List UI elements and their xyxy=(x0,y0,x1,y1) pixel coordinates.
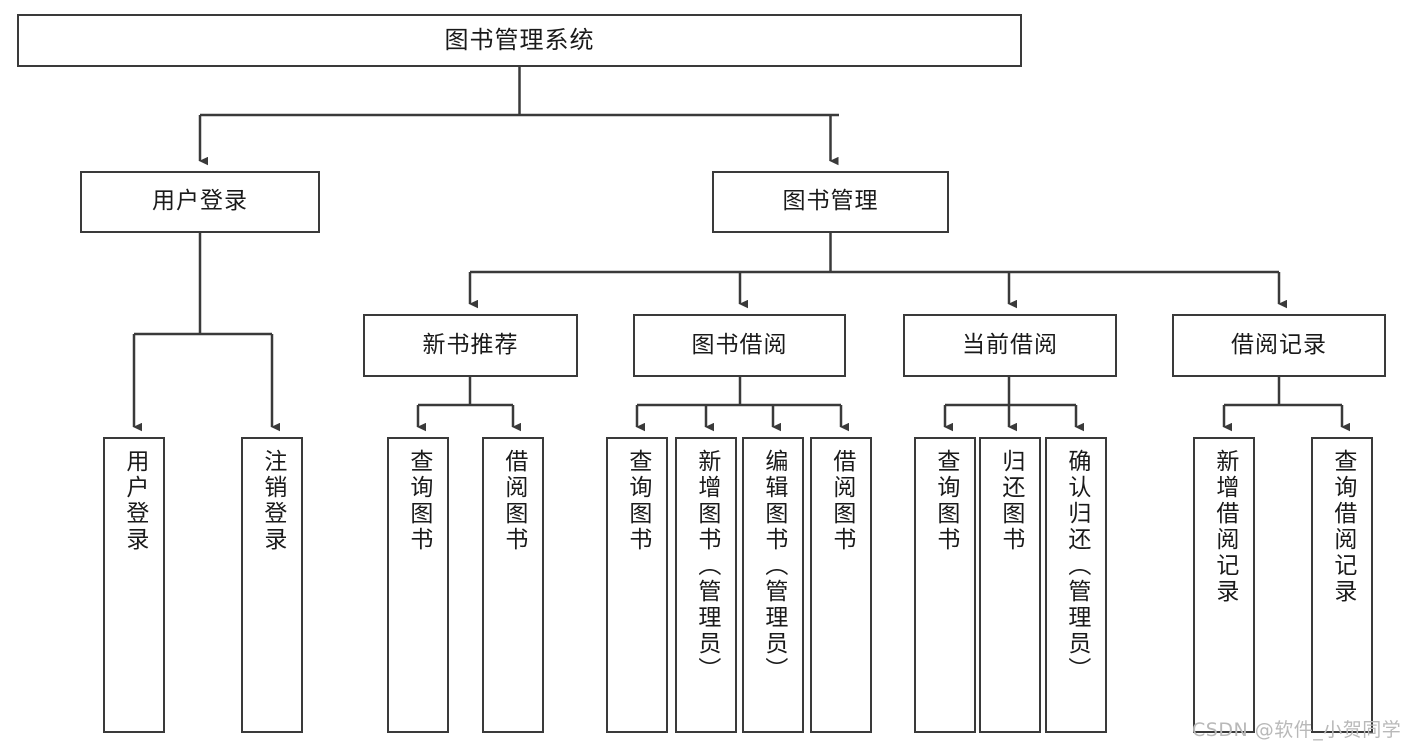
node-book-manage[interactable]: 图书管理 xyxy=(712,171,949,233)
node-new-book-recommend-label: 新书推荐 xyxy=(422,331,519,358)
node-leaf-edit-book-admin[interactable]: 编辑图书（管理员） xyxy=(742,437,804,733)
node-book-borrow[interactable]: 图书借阅 xyxy=(633,314,846,377)
node-borrow-record-label: 借阅记录 xyxy=(1231,331,1327,358)
node-leaf-borrow-book-2-label: 借阅图书 xyxy=(828,449,855,553)
node-leaf-add-borrow-record-label: 新增借阅记录 xyxy=(1211,449,1238,605)
node-leaf-borrow-book-2[interactable]: 借阅图书 xyxy=(810,437,872,733)
node-root-label: 图书管理系统 xyxy=(444,26,595,55)
node-user-login-label: 用户登录 xyxy=(152,188,248,215)
node-leaf-query-book-2[interactable]: 查询图书 xyxy=(606,437,668,733)
node-leaf-user-login-label: 用户登录 xyxy=(121,449,148,553)
node-leaf-edit-book-admin-label: 编辑图书（管理员） xyxy=(760,449,787,683)
node-user-login[interactable]: 用户登录 xyxy=(80,171,320,233)
node-leaf-confirm-return-admin[interactable]: 确认归还（管理员） xyxy=(1045,437,1107,733)
node-leaf-borrow-book-1-label: 借阅图书 xyxy=(500,449,527,553)
node-leaf-borrow-book-1[interactable]: 借阅图书 xyxy=(482,437,544,733)
node-borrow-record[interactable]: 借阅记录 xyxy=(1172,314,1386,377)
node-current-borrow-label: 当前借阅 xyxy=(962,331,1058,358)
node-leaf-query-book-3[interactable]: 查询图书 xyxy=(914,437,976,733)
node-leaf-return-book[interactable]: 归还图书 xyxy=(979,437,1041,733)
node-leaf-return-book-label: 归还图书 xyxy=(997,449,1024,553)
csdn-watermark: CSDN @软件_小贺同学 xyxy=(1192,719,1402,741)
node-current-borrow[interactable]: 当前借阅 xyxy=(903,314,1117,377)
node-book-manage-label: 图书管理 xyxy=(782,188,879,215)
node-leaf-query-book-1[interactable]: 查询图书 xyxy=(387,437,449,733)
node-book-borrow-label: 图书借阅 xyxy=(691,331,788,358)
node-leaf-add-book-admin[interactable]: 新增图书（管理员） xyxy=(675,437,737,733)
node-new-book-recommend[interactable]: 新书推荐 xyxy=(363,314,578,377)
node-leaf-user-login[interactable]: 用户登录 xyxy=(103,437,165,733)
node-leaf-logout-label: 注销登录 xyxy=(259,449,286,553)
node-leaf-add-book-admin-label: 新增图书（管理员） xyxy=(693,449,720,683)
node-leaf-query-book-1-label: 查询图书 xyxy=(405,449,432,553)
node-leaf-query-book-2-label: 查询图书 xyxy=(624,449,651,553)
node-leaf-confirm-return-admin-label: 确认归还（管理员） xyxy=(1063,449,1090,683)
node-leaf-query-borrow-record-label: 查询借阅记录 xyxy=(1329,449,1356,605)
node-leaf-query-book-3-label: 查询图书 xyxy=(932,449,959,553)
node-leaf-query-borrow-record[interactable]: 查询借阅记录 xyxy=(1311,437,1373,733)
node-leaf-logout[interactable]: 注销登录 xyxy=(241,437,303,733)
node-root[interactable]: 图书管理系统 xyxy=(17,14,1022,67)
node-leaf-add-borrow-record[interactable]: 新增借阅记录 xyxy=(1193,437,1255,733)
